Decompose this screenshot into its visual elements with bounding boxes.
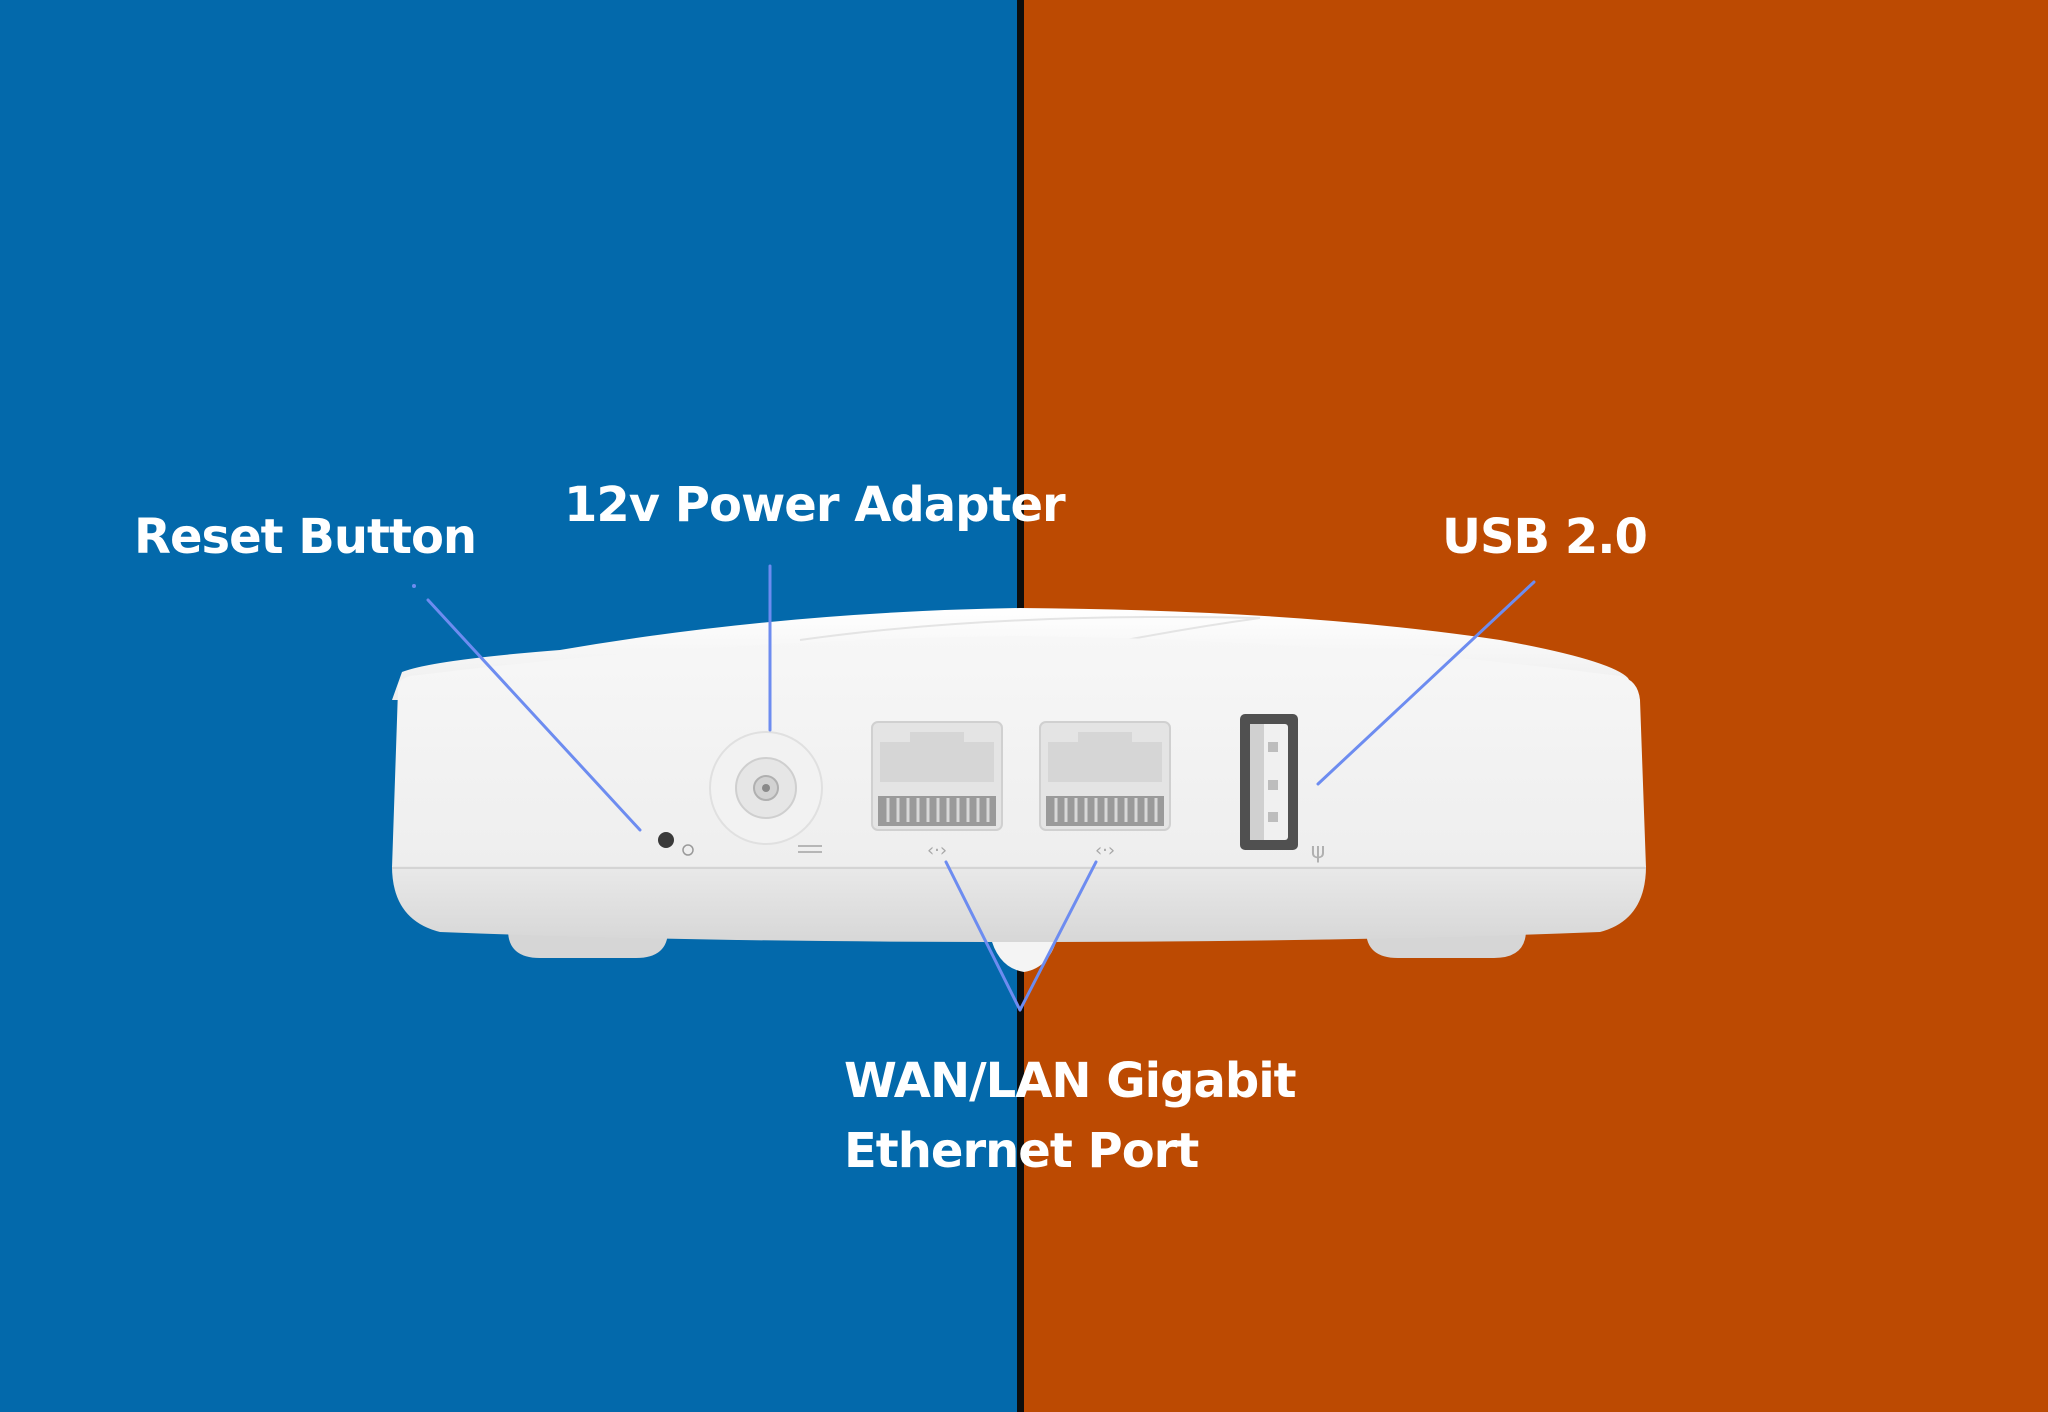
callout-lines [426, 564, 1536, 1012]
usb-trident-icon: ψ [1311, 839, 1326, 864]
ethernet-port-label: WAN/LAN Gigabit Ethernet Port [844, 1053, 1297, 1179]
ethernet-port-2 [1039, 721, 1171, 831]
ethernet-callout-line-2 [1018, 860, 1098, 1012]
reset-pinhole-icon [658, 832, 674, 848]
ethernet-callout-line-1 [944, 860, 1022, 1012]
dc-power-icon [798, 845, 822, 853]
ethernet-port-1 [871, 721, 1003, 831]
power-symbol-icon [682, 844, 694, 856]
center-foot [990, 935, 1058, 972]
reset-callout-line [426, 598, 642, 832]
usb-label: USB 2.0 [1442, 509, 1648, 565]
power-adapter-label: 12v Power Adapter [564, 477, 1066, 533]
device-front-face [392, 636, 1646, 868]
ethernet-arrows-icon: ‹·› [927, 840, 947, 861]
svg-text:‹·›: ‹·› [1095, 840, 1115, 861]
usb-callout-line [1316, 580, 1536, 786]
usb-port [1240, 714, 1298, 850]
device-base [392, 866, 1646, 942]
reset-button-label: Reset Button [134, 509, 477, 565]
